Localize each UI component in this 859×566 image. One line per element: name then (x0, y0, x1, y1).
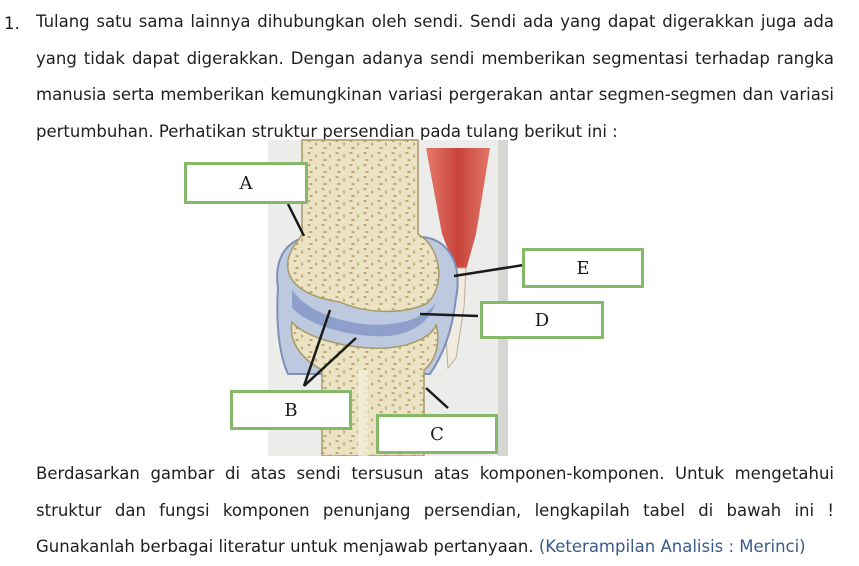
label-box-c: C (376, 414, 498, 454)
intro-line-1: Tulang satu sama lainnya dihubungkan ole… (36, 12, 834, 31)
femur-bone (286, 139, 440, 313)
label-c-text: C (430, 423, 444, 445)
pointer-e (453, 262, 531, 278)
bone-marrow-canal (358, 370, 368, 456)
pointer-c (425, 387, 449, 409)
label-e-text: E (576, 257, 590, 279)
label-box-d: D (480, 301, 604, 339)
question-instruction: Berdasarkan gambar di atas sendi tersusu… (36, 456, 834, 566)
intro-line-3: manusia serta memberikan kemungkinan var… (36, 85, 834, 104)
label-d-text: D (534, 309, 550, 331)
label-box-e: E (522, 248, 644, 288)
joint-illustration (268, 139, 531, 456)
intro-line-4: pertumbuhan. Perhatikan struktur persend… (36, 121, 618, 141)
label-b-text: B (284, 399, 298, 421)
instruction-line-3: Gunakanlah berbagai literatur untuk menj… (36, 529, 834, 566)
pointer-b-2 (303, 337, 357, 387)
joint-cavity (292, 290, 436, 337)
pointer-d (419, 312, 479, 318)
diagram-frame-edge (498, 140, 508, 456)
skill-note: (Keterampilan Analisis : Merinci) (538, 537, 806, 556)
intro-line-2: yang tidak dapat digerakkan. Dengan adan… (36, 48, 834, 68)
joint-diagram: A E D B C (180, 138, 660, 456)
question-number: 1. (4, 14, 20, 33)
instruction-line-3-text: Gunakanlah berbagai literatur untuk menj… (36, 537, 534, 556)
pointer-b-1 (302, 309, 332, 387)
instruction-line-1: Berdasarkan gambar di atas sendi tersusu… (36, 464, 834, 483)
label-box-b: B (230, 390, 352, 430)
label-box-a: A (184, 162, 308, 204)
label-a-text: A (239, 172, 253, 194)
instruction-line-2: struktur dan fungsi komponen penunjang p… (36, 500, 834, 520)
question-intro: Tulang satu sama lainnya dihubungkan ole… (36, 4, 834, 150)
muscle (426, 148, 490, 270)
pointer-a (286, 203, 306, 237)
